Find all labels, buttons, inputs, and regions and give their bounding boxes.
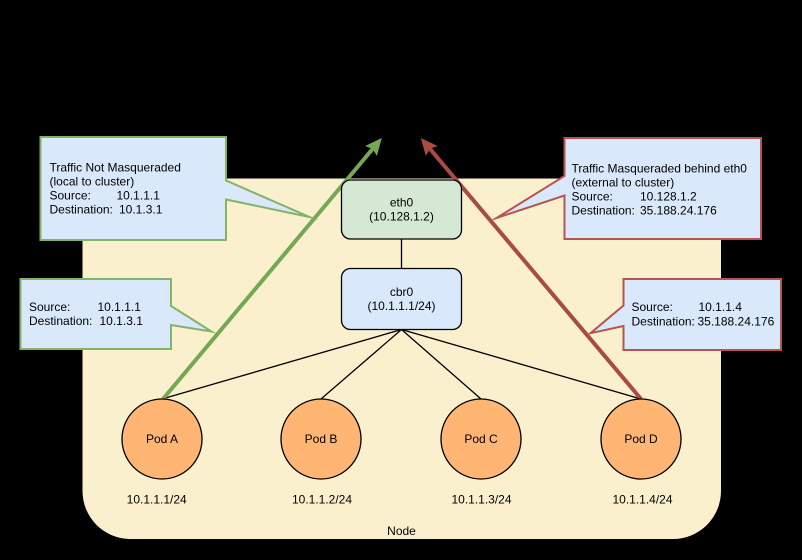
svg-text:Source:: Source: xyxy=(50,189,91,203)
svg-text:10.1.1.3/24: 10.1.1.3/24 xyxy=(451,493,511,507)
svg-text:eth0: eth0 xyxy=(390,196,414,210)
svg-text:Source:: Source: xyxy=(572,190,613,204)
svg-text:Pod C: Pod C xyxy=(464,432,498,446)
svg-text:Destination:: Destination: xyxy=(632,315,695,329)
svg-text:10.1.1.4/24: 10.1.1.4/24 xyxy=(612,493,672,507)
svg-text:10.1.1.2/24: 10.1.1.2/24 xyxy=(292,493,352,507)
svg-text:Traffic Masqueraded behind eth: Traffic Masqueraded behind eth0 xyxy=(572,162,748,176)
svg-text:Pod D: Pod D xyxy=(624,432,658,446)
svg-text:10.1.1.4: 10.1.1.4 xyxy=(699,300,743,314)
svg-text:Destination:: Destination: xyxy=(572,204,635,218)
svg-text:35.188.24.176: 35.188.24.176 xyxy=(698,315,775,329)
svg-text:10.1.3.1: 10.1.3.1 xyxy=(100,314,144,328)
svg-text:10.128.1.2: 10.128.1.2 xyxy=(640,190,697,204)
svg-text:(external to cluster): (external to cluster) xyxy=(572,176,675,190)
svg-text:Source:: Source: xyxy=(29,300,70,314)
svg-text:cbr0: cbr0 xyxy=(390,285,414,299)
svg-text:Source:: Source: xyxy=(632,300,673,314)
svg-text:Destination:: Destination: xyxy=(29,314,92,328)
svg-text:Pod A: Pod A xyxy=(146,432,178,446)
svg-text:(10.1.1.1/24): (10.1.1.1/24) xyxy=(367,299,435,313)
svg-text:Destination:: Destination: xyxy=(50,203,113,217)
svg-text:10.1.1.1/24: 10.1.1.1/24 xyxy=(127,493,187,507)
svg-text:(local to cluster): (local to cluster) xyxy=(50,175,135,189)
svg-text:35.188.24.176: 35.188.24.176 xyxy=(640,204,717,218)
svg-text:Pod B: Pod B xyxy=(305,432,338,446)
svg-text:Traffic Not Masqueraded: Traffic Not Masqueraded xyxy=(50,161,181,175)
svg-text:10.1.1.1: 10.1.1.1 xyxy=(117,189,161,203)
svg-text:Node: Node xyxy=(387,524,416,538)
svg-text:10.1.1.1: 10.1.1.1 xyxy=(98,300,142,314)
svg-text:10.1.3.1: 10.1.3.1 xyxy=(119,203,163,217)
svg-text:(10.128.1.2): (10.128.1.2) xyxy=(369,210,434,224)
